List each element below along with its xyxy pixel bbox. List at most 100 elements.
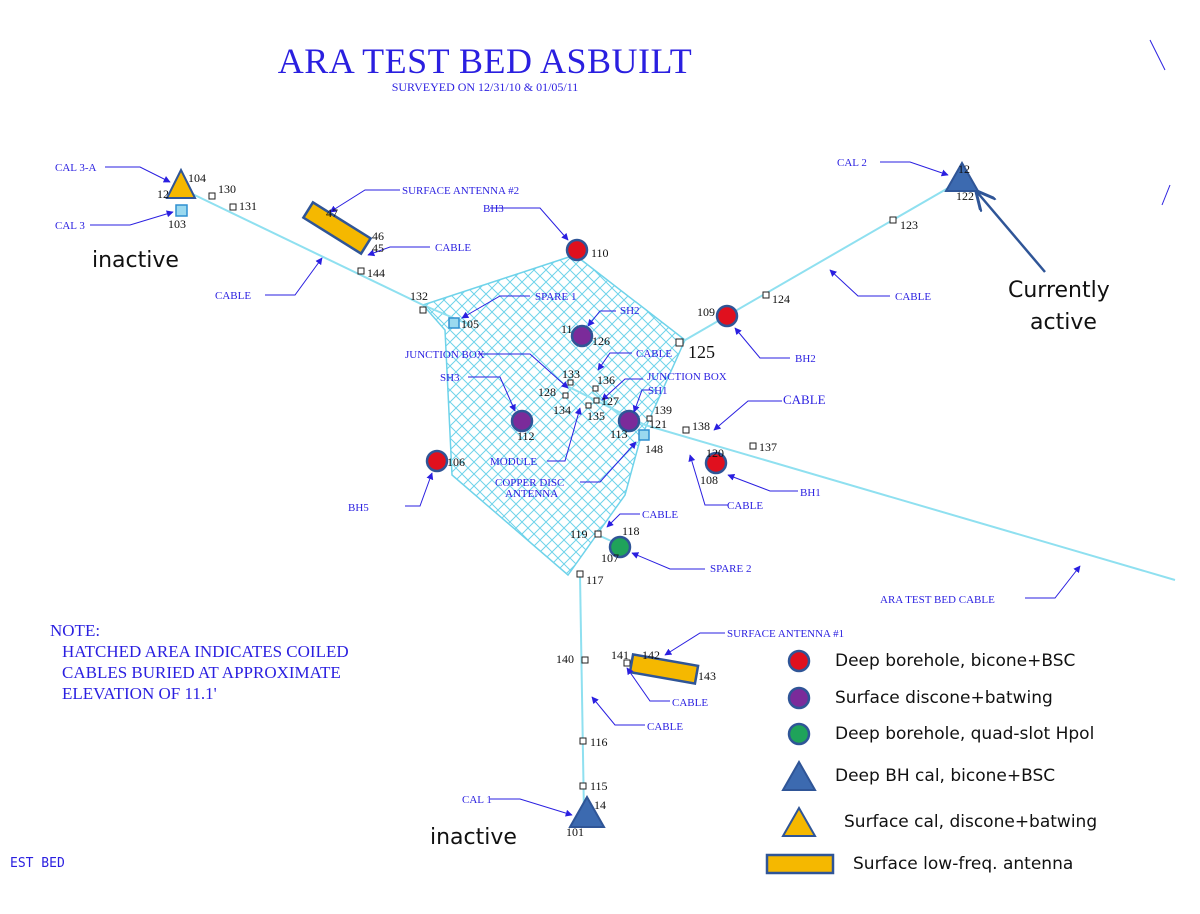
legend-label: Surface cal, discone+batwing xyxy=(844,812,1098,832)
legend-label: Surface discone+batwing xyxy=(835,688,1053,708)
pid-117: 117 xyxy=(586,573,604,587)
pid-14: 14 xyxy=(594,798,606,812)
label-cable-3: CABLE xyxy=(895,291,931,303)
pid-120: 120 xyxy=(706,446,724,460)
label-bh2: BH2 xyxy=(795,353,816,365)
pid-134: 134 xyxy=(553,403,571,417)
pid-101: 101 xyxy=(566,825,584,839)
pid-116: 116 xyxy=(590,735,608,749)
label-bh3: BH3 xyxy=(483,203,504,215)
pid-143: 143 xyxy=(698,669,716,683)
label-cable-7: CABLE xyxy=(642,509,678,521)
diagram-subtitle: SURVEYED ON 12/31/10 & 01/05/11 xyxy=(391,80,579,94)
legend-label: Surface low-freq. antenna xyxy=(853,854,1074,874)
pid-12: 12 xyxy=(157,187,169,201)
pid-112: 112 xyxy=(517,429,535,443)
station-bh5 xyxy=(425,449,449,473)
label-cal2: CAL 2 xyxy=(837,157,867,169)
label-cable-4: CABLE xyxy=(636,348,672,360)
pid-104: 104 xyxy=(188,171,206,185)
hatched-area xyxy=(421,254,686,577)
yellow-triangle-icon xyxy=(781,806,817,837)
label-copper-disc-antenna: ANTENNA xyxy=(505,488,558,500)
pid-137: 137 xyxy=(759,440,777,454)
label-spare1: SPARE 1 xyxy=(535,291,576,303)
pid-11: 11 xyxy=(561,322,573,336)
pid-132: 132 xyxy=(410,289,428,303)
cal3-marker xyxy=(175,204,188,217)
station-bh3 xyxy=(565,238,589,262)
pid-108: 108 xyxy=(700,473,718,487)
station-sh1 xyxy=(617,409,641,433)
station-bh2 xyxy=(715,304,739,328)
label-sh2: SH2 xyxy=(620,305,640,317)
pid-121: 121 xyxy=(649,417,667,431)
purple-circle-icon xyxy=(787,686,811,710)
pid-133: 133 xyxy=(562,367,580,381)
label-cal3a: CAL 3-A xyxy=(55,162,97,174)
leader-lines xyxy=(90,161,1081,817)
label-bh1: BH1 xyxy=(800,487,821,499)
green-circle-icon xyxy=(787,722,811,746)
surface-antenna-2 xyxy=(301,200,373,256)
pid-148: 148 xyxy=(645,442,663,456)
pid-124: 124 xyxy=(772,292,790,306)
note-line-2: CABLES BURIED AT APPROXIMATE xyxy=(62,663,341,682)
copper-disc-marker xyxy=(638,429,650,441)
cal-3a-triangle xyxy=(165,167,197,199)
legend-label: Deep BH cal, bicone+BSC xyxy=(835,766,1056,786)
pid-109: 109 xyxy=(697,305,715,319)
note-block: NOTE: HATCHED AREA INDICATES COILED CABL… xyxy=(50,620,349,704)
note-heading: NOTE: xyxy=(50,621,101,640)
red-circle-icon xyxy=(787,649,811,673)
pid-12-top: 12 xyxy=(958,162,970,176)
legend-label: Deep borehole, quad-slot Hpol xyxy=(835,724,1095,744)
label-copper-disc: COPPER DISC xyxy=(495,477,564,489)
pid-113: 113 xyxy=(610,427,628,441)
edge-fragments xyxy=(1149,39,1171,206)
pid-105: 105 xyxy=(461,317,479,331)
surface-antenna-1 xyxy=(628,652,700,686)
blue-triangle-icon xyxy=(781,760,817,791)
pid-103: 103 xyxy=(168,217,186,231)
pid-140: 140 xyxy=(556,652,574,666)
cal-1-triangle xyxy=(568,794,606,828)
pid-46: 46 xyxy=(372,229,384,243)
label-ara-test-bed-cable: ARA TEST BED CABLE xyxy=(880,594,995,606)
cal-2-triangle xyxy=(944,160,980,192)
spare-1-marker xyxy=(448,317,460,329)
yellow-rectangle-icon xyxy=(765,853,835,875)
label-bh5: BH5 xyxy=(348,502,369,514)
pid-144: 144 xyxy=(367,266,385,280)
pid-45: 45 xyxy=(372,241,384,255)
pid-139: 139 xyxy=(654,403,672,417)
pid-110: 110 xyxy=(591,246,609,260)
label-cable-6: CABLE xyxy=(727,500,763,512)
label-sh1: SH1 xyxy=(648,385,668,397)
station-sh3 xyxy=(510,409,534,433)
pid-136: 136 xyxy=(597,373,615,387)
pid-123: 123 xyxy=(900,218,918,232)
label-junction-box-right: JUNCTION BOX xyxy=(647,371,727,383)
pid-125: 125 xyxy=(688,342,715,362)
callout-labels: CAL 3-A CAL 3 CAL 2 CAL 1 SURFACE ANTENN… xyxy=(55,157,995,806)
point-id-labels: 104 12 130 131 103 47 46 45 144 132 105 … xyxy=(157,162,974,839)
label-cable-1: CABLE xyxy=(435,242,471,254)
corner-fragment-text: EST BED xyxy=(10,856,65,871)
label-cable-2: CABLE xyxy=(215,290,251,302)
pid-115: 115 xyxy=(590,779,608,793)
label-surface-antenna-2: SURFACE ANTENNA #2 xyxy=(402,185,519,197)
pid-130: 130 xyxy=(218,182,236,196)
pid-128: 128 xyxy=(538,385,556,399)
note-line-1: HATCHED AREA INDICATES COILED xyxy=(62,642,349,661)
label-cable-9: CABLE xyxy=(647,721,683,733)
pid-127: 127 xyxy=(601,394,619,408)
note-line-3: ELEVATION OF 11.1' xyxy=(62,684,217,703)
pid-126: 126 xyxy=(592,334,610,348)
label-junction-box-left: JUNCTION BOX xyxy=(405,349,485,361)
station-sh2 xyxy=(570,324,594,348)
currently-active-label-line2: active xyxy=(1030,310,1097,335)
pid-122: 122 xyxy=(956,189,974,203)
